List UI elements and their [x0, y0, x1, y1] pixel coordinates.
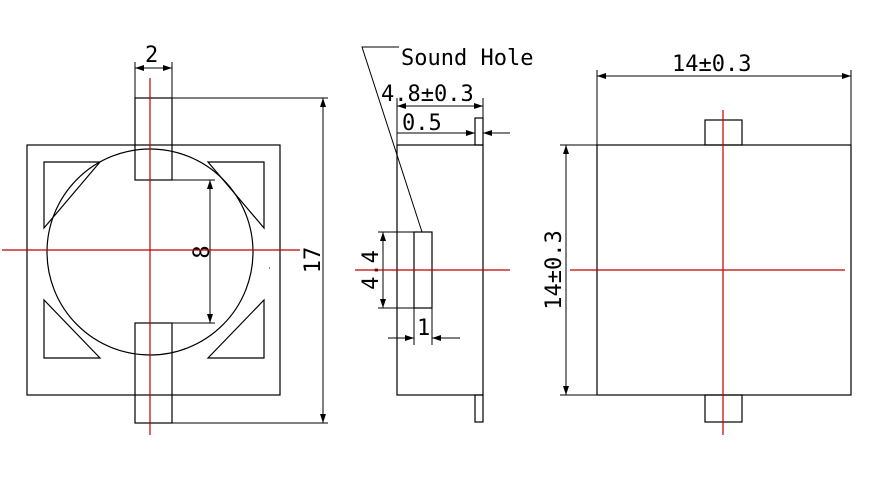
side-bottom-pin: [474, 394, 484, 423]
side-view: Sound Hole 4.8±0.3 0.5 4.4 1: [355, 46, 533, 423]
front-body-outline: [26, 144, 281, 396]
front-view: 2 8 17: [2, 43, 328, 435]
front-corner-bottom-left: [43, 298, 102, 359]
front-top-pin: [134, 97, 173, 181]
front-bottom-pin: [134, 322, 173, 424]
dim-14-v-label: 14±0.3: [542, 230, 567, 309]
sound-hole-label: Sound Hole: [401, 46, 533, 71]
front-corner-bottom-right: [206, 298, 265, 359]
back-view: 14±0.3 14±0.3: [542, 52, 852, 435]
dim-2-label: 2: [145, 43, 158, 68]
sound-hole-leader: [361, 46, 423, 233]
front-corner-top-left: [43, 161, 102, 230]
dim-8-label: 8: [190, 245, 215, 258]
side-top-pin: [474, 117, 484, 146]
dim-4-8-label: 4.8±0.3: [381, 82, 474, 107]
dim-17-label: 17: [301, 247, 326, 274]
dim-14-h-label: 14±0.3: [672, 52, 751, 77]
dim-1-label: 1: [417, 316, 430, 341]
dim-0-5-label: 0.5: [402, 111, 442, 136]
